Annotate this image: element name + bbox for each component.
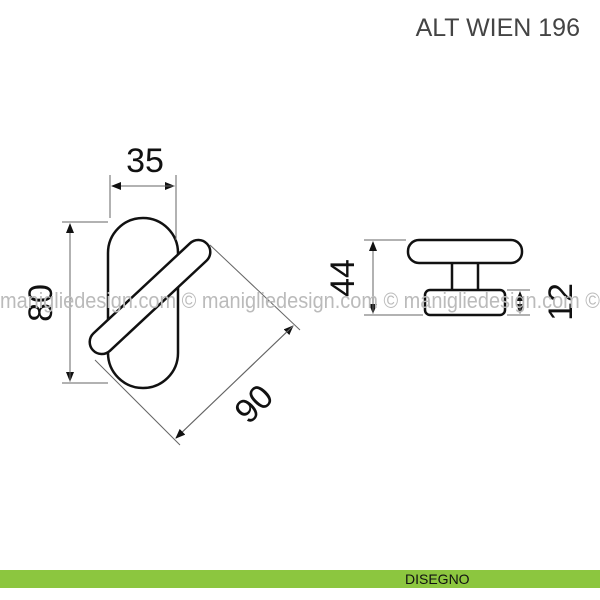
side-height-dimension-label: 44: [324, 259, 362, 297]
lever-length-dimension-label: 90: [227, 377, 281, 431]
width-dimension-label: 35: [126, 142, 164, 180]
side-view: [406, 238, 524, 317]
stem-outline: [450, 260, 480, 294]
lever-outline: [88, 238, 212, 356]
base-outline: [423, 288, 507, 317]
footer-bar: DISEGNO: [0, 570, 600, 588]
footer-label: DISEGNO: [405, 571, 470, 587]
rosette-outline: [106, 216, 180, 390]
side-dimensions: [364, 239, 530, 316]
lever-side-outline: [406, 238, 524, 265]
front-dimensions: [62, 175, 301, 446]
height-dimension-label: 80: [22, 284, 60, 322]
product-title: ALT WIEN 196: [415, 14, 580, 42]
base-height-dimension-label: 12: [542, 283, 580, 321]
front-view: [88, 216, 212, 390]
watermark: maniglie​design.com © maniglie​design.co…: [0, 288, 600, 313]
